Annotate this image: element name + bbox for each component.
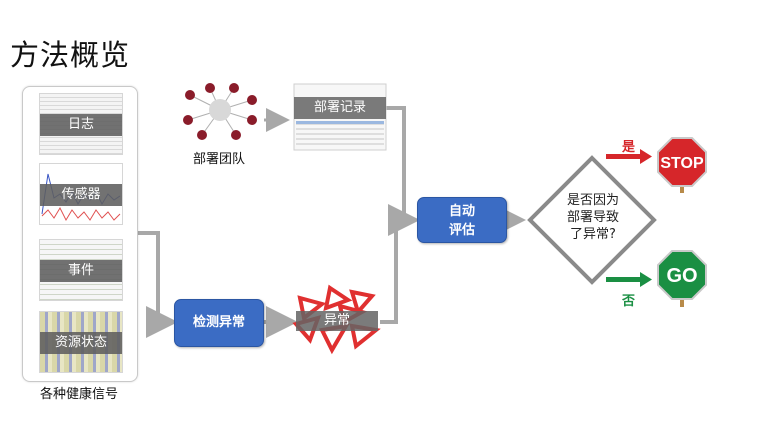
decision-line-3: 了异常? (570, 227, 616, 242)
auto-eval-line-2: 评估 (448, 223, 475, 238)
auto-evaluation-box: 自动 评估 (417, 197, 507, 243)
resource-status-thumbnail: 资源状态 (39, 311, 123, 373)
decision-question: 是否因为 部署导致 了异常? (548, 192, 638, 243)
events-thumbnail: 事件 (39, 239, 123, 301)
logs-label: 日志 (40, 114, 122, 136)
deployment-team-caption: 部署团队 (193, 152, 246, 167)
logs-thumbnail: 日志 (39, 93, 123, 155)
signals-to-detect-connector (136, 231, 178, 338)
health-signals-caption: 各种健康信号 (40, 387, 119, 402)
anomaly-label: 异常 (296, 311, 378, 331)
auto-eval-line-1: 自动 (448, 204, 475, 219)
sensors-thumbnail: 传感器 (39, 163, 123, 225)
deployment-team-icon (183, 83, 257, 140)
decision-diamond (527, 155, 657, 285)
yes-arrow (606, 149, 652, 164)
detect-anomaly-box: 检测异常 (174, 299, 264, 347)
records-to-eval-connector (386, 106, 406, 220)
go-sign-icon (657, 250, 707, 307)
decision-line-1: 是否因为 (566, 193, 619, 208)
no-label: 否 (622, 294, 636, 309)
deployment-records-label: 部署记录 (294, 97, 386, 119)
page-title: 方法概览 (10, 38, 131, 72)
health-signals-panel: 日志 传感器 事件 资源状态 (22, 86, 138, 382)
yes-label: 是 (622, 140, 636, 155)
sensors-label: 传感器 (40, 184, 122, 206)
events-label: 事件 (40, 260, 122, 282)
anomaly-to-eval-connector (380, 204, 420, 324)
decision-line-2: 部署导致 (566, 210, 619, 225)
resource-status-label: 资源状态 (40, 332, 122, 354)
stop-sign-icon (657, 137, 707, 193)
no-arrow (606, 272, 652, 287)
